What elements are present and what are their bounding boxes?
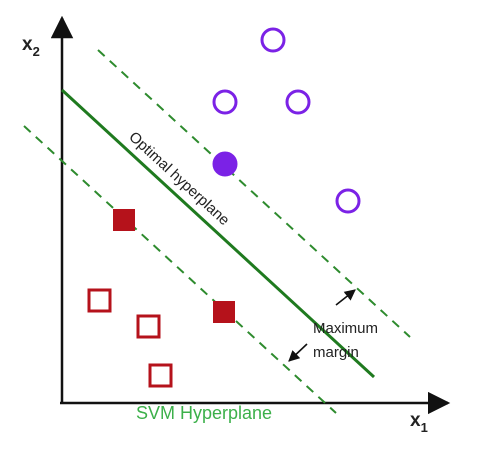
y-axis-label-main: x bbox=[22, 34, 33, 55]
circle-support-vector bbox=[212, 151, 238, 177]
upper-margin-line bbox=[97, 49, 411, 338]
square-support-vector bbox=[213, 301, 235, 323]
maximum-margin-label: Maximum margin bbox=[313, 320, 382, 361]
square-point-hollow bbox=[148, 363, 173, 388]
margin-arrow-up bbox=[335, 289, 356, 306]
circle-point-hollow bbox=[335, 188, 361, 214]
circle-point-hollow bbox=[260, 27, 286, 53]
x-axis-label-main: x bbox=[410, 410, 421, 431]
optimal-hyperplane-line bbox=[60, 88, 376, 379]
margin-label-line2: margin bbox=[313, 344, 359, 361]
circle-point-hollow bbox=[285, 89, 311, 115]
margin-arrow-down bbox=[288, 343, 308, 362]
hyperplane-label: Optimal hyperplane bbox=[125, 128, 232, 229]
diagram-caption: SVM Hyperplane bbox=[136, 403, 272, 423]
y-axis-label-subscript: 2 bbox=[33, 44, 40, 59]
square-support-vector bbox=[113, 209, 135, 231]
circle-point-hollow bbox=[212, 89, 238, 115]
x-axis-label: x1 bbox=[410, 410, 428, 435]
y-axis-label: x2 bbox=[22, 34, 40, 59]
margin-label-line1: Maximum bbox=[313, 320, 378, 337]
square-point-hollow bbox=[136, 314, 161, 339]
x-axis-label-subscript: 1 bbox=[421, 420, 428, 435]
square-point-hollow bbox=[87, 288, 112, 313]
lower-margin-line bbox=[23, 125, 337, 414]
